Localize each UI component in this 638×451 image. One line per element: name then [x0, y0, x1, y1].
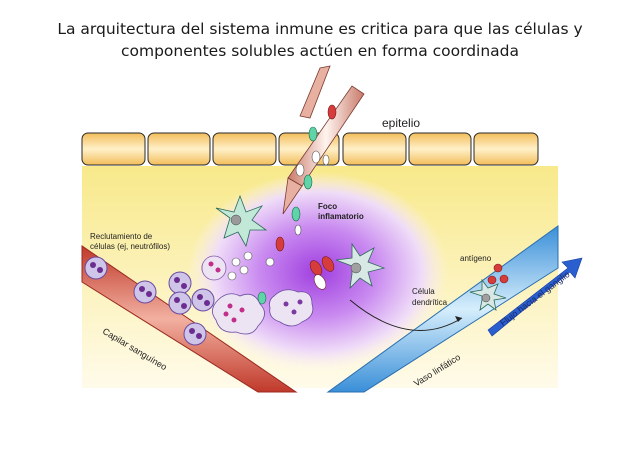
flow-to-lymph-node-arrow [487, 257, 583, 337]
dendritic-cell-label: Célula dendrítica [412, 286, 447, 308]
macrophage [269, 289, 314, 327]
neutrophil-in-capillary [84, 256, 108, 280]
macrophage [212, 293, 265, 335]
migration-arrow-head [455, 316, 462, 322]
epithelial-cell [473, 132, 539, 166]
epithelium-layer [81, 132, 539, 166]
dendritic-cell-tissue [215, 194, 268, 248]
neutrophil-in-capillary [183, 322, 207, 346]
blood-capillary [81, 245, 298, 393]
macrophage [201, 255, 227, 281]
recruitment-label-line1: Reclutamiento de [90, 232, 153, 241]
title-line-1: La arquitectura del sistema inmune es cr… [57, 20, 583, 38]
dendritic-cell-label-line2: dendrítica [412, 298, 448, 307]
epithelial-cell [81, 132, 146, 166]
dendritic-cell-focus [335, 242, 386, 290]
epithelial-cell [342, 132, 407, 166]
epithelial-cell [408, 132, 472, 166]
recruitment-label-line2: células (ej, neutrófilos) [90, 242, 171, 251]
inflammatory-focus-label-line1: Foco [318, 202, 338, 211]
dendritic-cell-lymph [469, 278, 507, 311]
title-line-2: componentes solubles actúen en forma coo… [120, 42, 520, 60]
injury-needle [282, 65, 365, 215]
diagram-title: La arquitectura del sistema inmune es cr… [40, 18, 600, 62]
inflammatory-focus-label: Foco inflamatorio [318, 202, 364, 222]
epithelial-cell [147, 132, 211, 166]
neutrophil-in-capillary [133, 280, 157, 304]
antigen-particles [487, 263, 509, 285]
recruitment-label: Reclutamiento de células (ej, neutrófilo… [90, 232, 170, 252]
migration-arrow [349, 299, 463, 331]
epithelial-cell [212, 132, 277, 166]
dendritic-cell-label-line1: Célula [412, 287, 435, 296]
inflammatory-focus-label-line2: inflamatorio [318, 212, 364, 221]
antigen-label: antígeno [460, 254, 492, 263]
epithelium-label: epitelio [382, 116, 421, 130]
